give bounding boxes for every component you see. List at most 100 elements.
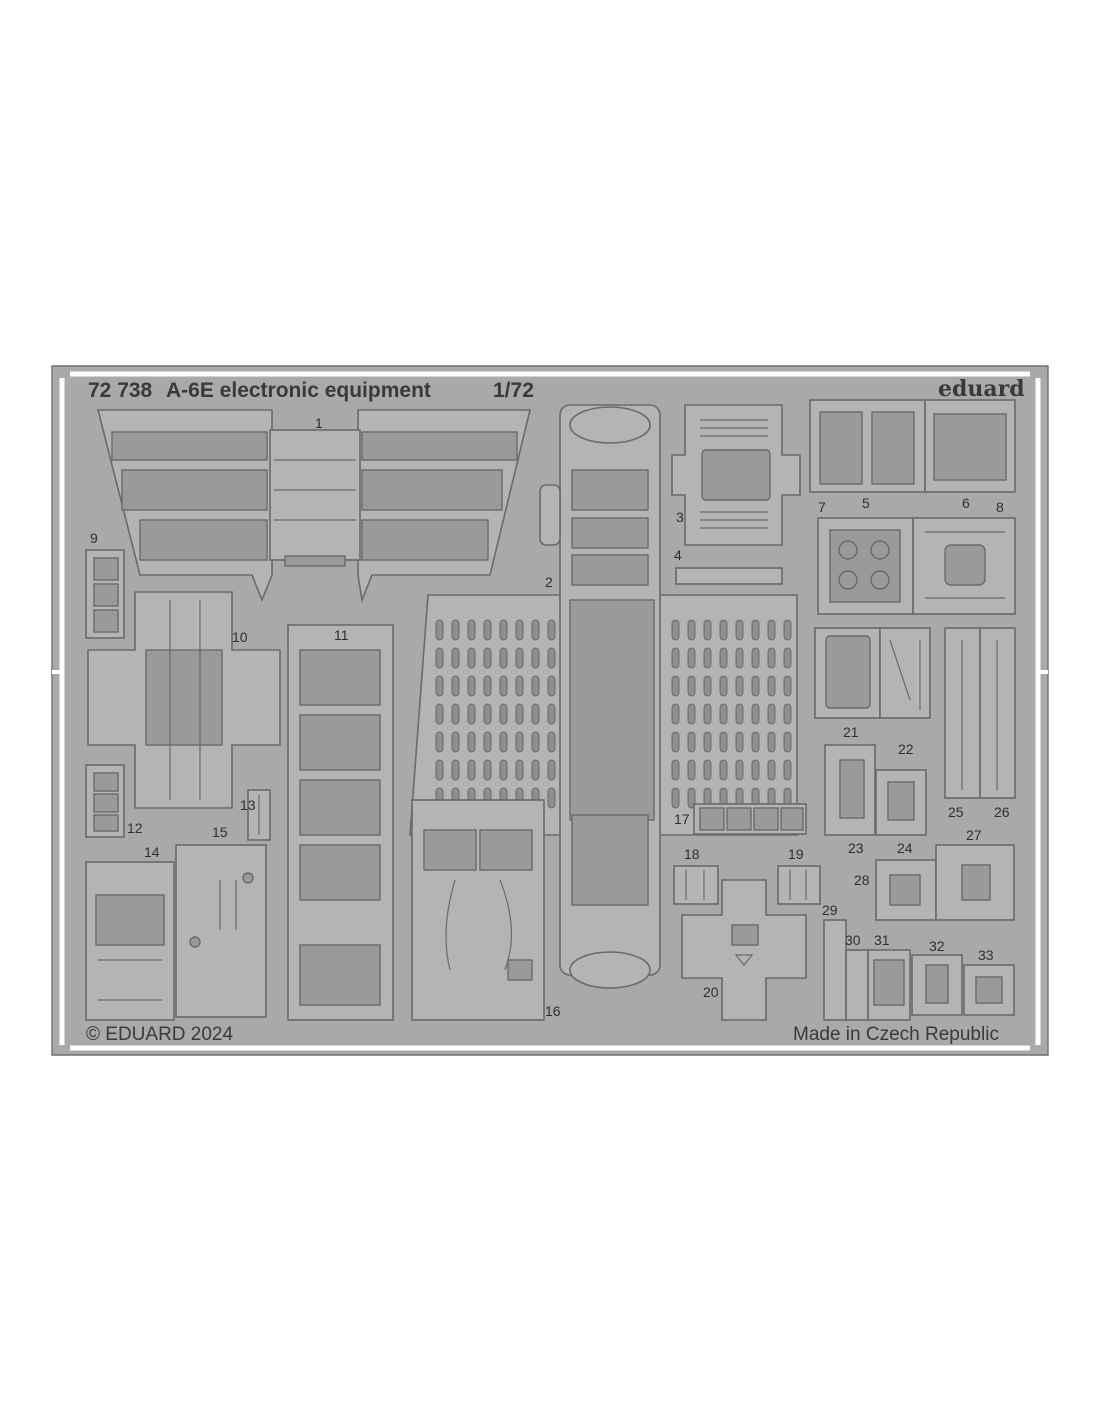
vent-slot xyxy=(451,619,460,641)
part-23 xyxy=(824,744,876,836)
part-1 xyxy=(96,409,532,603)
vent-slot xyxy=(451,647,460,669)
vent-slot xyxy=(515,647,524,669)
vent-slot xyxy=(671,731,680,753)
part-7 xyxy=(817,517,914,615)
part-label-7: 7 xyxy=(818,499,826,515)
copyright-text: © EDUARD 2024 xyxy=(86,1024,233,1045)
vent-slot xyxy=(531,675,540,697)
vent-slot xyxy=(687,731,696,753)
part-label-13: 13 xyxy=(240,797,256,813)
part-16 xyxy=(411,799,545,1021)
fret-title: A-6E electronic equipment xyxy=(166,379,431,402)
vent-slot xyxy=(671,759,680,781)
vent-slot xyxy=(451,759,460,781)
vent-slot xyxy=(515,703,524,725)
vent-slot xyxy=(751,703,760,725)
vent-slot xyxy=(499,759,508,781)
part-31 xyxy=(867,949,911,1021)
vent-slot xyxy=(751,731,760,753)
vent-slot xyxy=(719,759,728,781)
part-20 xyxy=(681,879,807,1021)
vent-slot xyxy=(671,647,680,669)
vent-slot xyxy=(547,731,556,753)
vent-slot xyxy=(531,703,540,725)
spine xyxy=(539,404,661,989)
vent-slot xyxy=(735,759,744,781)
vent-slot xyxy=(499,731,508,753)
part-22 xyxy=(879,627,931,719)
vent-slot xyxy=(687,787,696,809)
part-label-16: 16 xyxy=(545,1003,561,1019)
vent-slot xyxy=(531,647,540,669)
vent-slot xyxy=(435,703,444,725)
part-label-32: 32 xyxy=(929,938,945,954)
vent-slot xyxy=(703,619,712,641)
vent-slot xyxy=(767,675,776,697)
vent-slot xyxy=(451,731,460,753)
part-label-19: 19 xyxy=(788,846,804,862)
part-label-5: 5 xyxy=(862,495,870,511)
part-14 xyxy=(85,861,175,1021)
vent-slot xyxy=(783,703,792,725)
vent-slot xyxy=(515,759,524,781)
part-5 xyxy=(809,399,926,493)
vent-slot xyxy=(735,647,744,669)
vent-slot xyxy=(703,647,712,669)
vent-slot xyxy=(687,647,696,669)
part-label-30: 30 xyxy=(845,932,861,948)
vent-slot xyxy=(467,675,476,697)
vent-slot xyxy=(783,675,792,697)
vent-slot xyxy=(515,675,524,697)
part-3 xyxy=(671,404,801,546)
vent-slot xyxy=(435,675,444,697)
vent-slot xyxy=(719,675,728,697)
part-label-2: 2 xyxy=(545,574,553,590)
vent-slot xyxy=(767,731,776,753)
part-label-20: 20 xyxy=(703,984,719,1000)
vent-slot xyxy=(435,759,444,781)
vent-slot xyxy=(671,619,680,641)
vent-slot xyxy=(499,675,508,697)
vent-slot xyxy=(719,703,728,725)
part-label-8: 8 xyxy=(996,499,1004,515)
vent-slot xyxy=(735,731,744,753)
part-label-33: 33 xyxy=(978,947,994,963)
vent-slot xyxy=(499,647,508,669)
part-label-14: 14 xyxy=(144,844,160,860)
part-30 xyxy=(845,949,869,1021)
vent-slot xyxy=(687,703,696,725)
fret-scale: 1/72 xyxy=(493,379,534,402)
part-17 xyxy=(693,803,807,835)
vent-slot xyxy=(547,675,556,697)
vent-slot xyxy=(767,703,776,725)
vent-slot xyxy=(483,675,492,697)
part-label-12: 12 xyxy=(127,820,143,836)
part-25 xyxy=(944,627,981,799)
part-10 xyxy=(87,591,281,809)
vent-slot xyxy=(467,759,476,781)
part-label-3: 3 xyxy=(676,509,684,525)
part-label-28: 28 xyxy=(854,872,870,888)
part-label-15: 15 xyxy=(212,824,228,840)
vent-slot xyxy=(547,703,556,725)
vent-slot xyxy=(547,619,556,641)
part-11 xyxy=(287,624,394,1021)
part-18 xyxy=(673,865,719,905)
part-13 xyxy=(247,789,271,841)
vent-slot xyxy=(719,619,728,641)
part-label-18: 18 xyxy=(684,846,700,862)
part-label-4: 4 xyxy=(674,547,682,563)
fret-code: 72 738 xyxy=(88,379,153,402)
vent-slot xyxy=(467,619,476,641)
part-28 xyxy=(875,859,937,921)
part-32 xyxy=(911,954,963,1016)
part-label-1: 1 xyxy=(315,415,323,431)
vent-slot xyxy=(547,759,556,781)
part-label-22: 22 xyxy=(898,741,914,757)
part-label-17: 17 xyxy=(674,811,690,827)
part-label-11: 11 xyxy=(334,627,349,643)
vent-slot xyxy=(483,647,492,669)
vent-slot xyxy=(467,647,476,669)
vent-slot xyxy=(767,619,776,641)
